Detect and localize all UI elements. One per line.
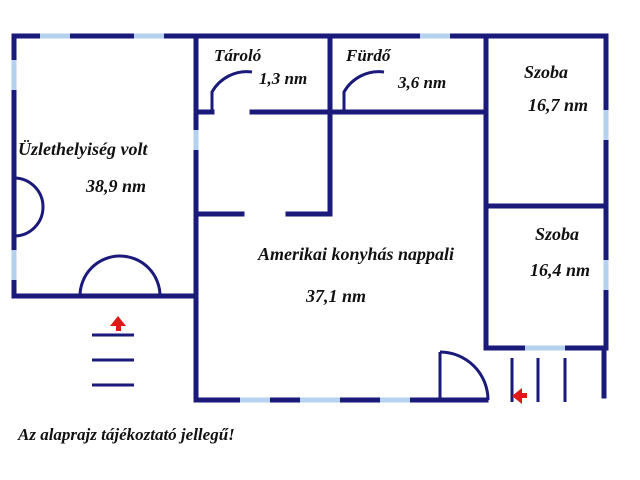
room-name-bedroom-2: Szoba [535, 224, 579, 244]
room-area-bedroom-2: 16,4 nm [530, 260, 590, 280]
door-shop-double [78, 254, 162, 297]
entrance-arrow-left-icon [512, 388, 527, 404]
room-labels: Üzlethelyiség volt 38,9 nm Tároló 1,3 nm… [17, 46, 590, 444]
walls [11, 33, 609, 403]
disclaimer-note: Az alaprajz tájékoztató jellegű! [17, 425, 235, 444]
room-name-bedroom-1: Szoba [524, 62, 568, 82]
doors [13, 70, 490, 401]
room-area-storage: 1,3 nm [259, 69, 307, 88]
room-name-bath: Fürdő [345, 46, 392, 65]
room-area-shop: 38,9 nm [85, 176, 146, 196]
windows [11, 33, 609, 403]
room-name-storage: Tároló [214, 46, 261, 65]
room-name-shop: Üzlethelyiség volt [18, 139, 148, 159]
room-area-bedroom-1: 16,7 nm [528, 95, 588, 115]
door-entrance [438, 350, 490, 401]
room-name-living: Amerikai konyhás nappali [257, 244, 454, 264]
stairs-right [510, 358, 567, 402]
room-area-living: 37,1 nm [305, 286, 366, 306]
stairs-left [92, 333, 134, 387]
room-area-bath: 3,6 nm [397, 73, 446, 92]
outer-wall-left-shop [11, 33, 199, 299]
entrance-arrow-up-icon [110, 316, 126, 331]
door-shop-left [13, 176, 45, 238]
door-storage [210, 70, 253, 112]
door-bath [342, 70, 385, 112]
